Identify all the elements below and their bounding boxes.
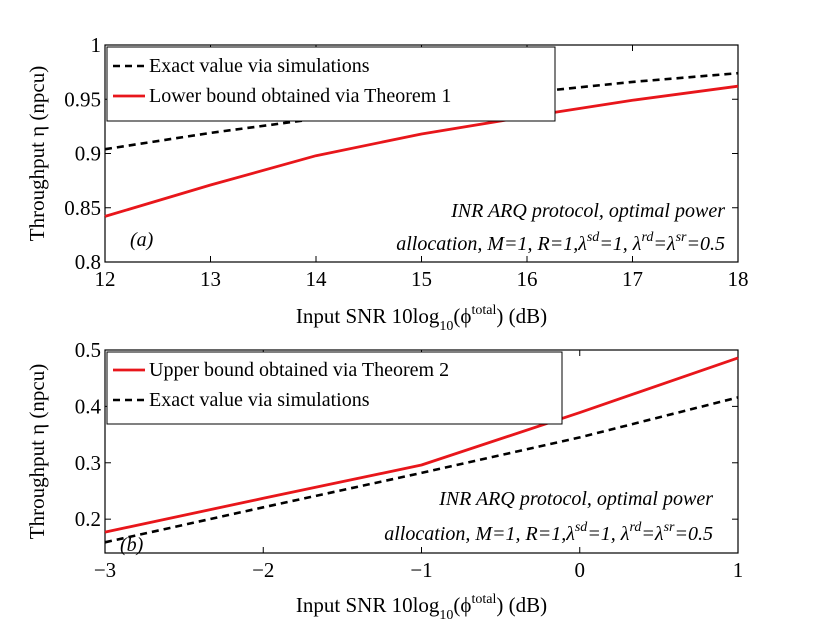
legend-box	[106, 351, 563, 425]
x-tick-label: 16	[517, 267, 538, 291]
y-tick-label: 0.2	[75, 507, 101, 531]
x-tick-label: 0	[575, 558, 586, 582]
x-tick-label: 17	[622, 267, 643, 291]
annotation-line-2: allocation, M=1, R=1,λsd=1, λrd=λsr=0.5	[396, 230, 725, 255]
legend: Upper bound obtained via Theorem 2 Exact …	[106, 351, 563, 425]
x-tick-label: 1	[733, 558, 744, 582]
legend-box	[106, 46, 556, 122]
annotation-line-1: INR ARQ protocol, optimal power	[450, 200, 725, 222]
x-axis-label: Input SNR 10log10(ϕtotal) (dB)	[296, 592, 547, 623]
legend-label: Exact value via simulations	[149, 389, 370, 411]
series-line-exact-simulation	[104, 396, 739, 544]
x-tick-label: 13	[200, 267, 221, 291]
y-tick-label: 0.95	[64, 87, 101, 111]
y-axis-label: Throughput η (npcu)	[25, 364, 49, 539]
annotation-line-2: allocation, M=1, R=1,λsd=1, λrd=λsr=0.5	[384, 520, 713, 545]
y-tick-label: 0.3	[75, 451, 101, 475]
x-tick-label: 18	[728, 267, 749, 291]
y-axis-label: Throughput η (npcu)	[25, 66, 49, 241]
legend-label: Lower bound obtained via Theorem 1	[149, 85, 451, 107]
y-tick-label: 0.4	[75, 394, 102, 418]
series-line-bound	[104, 356, 739, 534]
legend-label: Exact value via simulations	[149, 55, 370, 77]
series-line-bound	[104, 84, 739, 218]
panel-label: (a)	[130, 229, 154, 251]
y-tick-label: 1	[91, 33, 102, 57]
x-tick-label: −2	[252, 558, 274, 582]
y-tick-label: 0.85	[64, 196, 101, 220]
y-tick-label: 0.8	[75, 250, 101, 274]
x-tick-label: −1	[410, 558, 432, 582]
series-line-exact-simulation	[104, 71, 739, 151]
x-tick-label: 14	[306, 267, 328, 291]
legend-label: Upper bound obtained via Theorem 2	[149, 359, 449, 381]
y-tick-label: 0.5	[75, 338, 101, 362]
panel-label: (b)	[120, 534, 144, 556]
y-tick-label: 0.9	[75, 142, 101, 166]
annotation-line-1: INR ARQ protocol, optimal power	[438, 488, 713, 510]
x-axis-label: Input SNR 10log10(ϕtotal) (dB)	[296, 303, 547, 334]
x-tick-label: 15	[411, 267, 432, 291]
x-tick-label: −3	[94, 558, 116, 582]
x-tick-label: 12	[95, 267, 116, 291]
